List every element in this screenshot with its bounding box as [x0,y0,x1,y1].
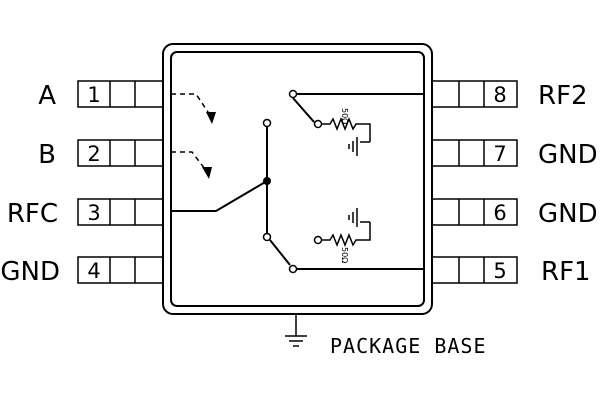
pin-8: 8 RF2 [431,80,588,111]
resistor-value-bottom: 50Ω [340,247,349,263]
pin-5: 5 RF1 [431,256,591,287]
pin-label-rf1: RF1 [541,257,591,287]
package-body [162,43,433,315]
rfc-trace [171,118,272,242]
left-pins: 1 A 2 B 3 RFC 4 GND [0,80,164,287]
pin-label-rf2: RF2 [538,81,588,111]
ground-icon [285,335,307,347]
pin-number: 1 [87,83,100,107]
package-base-label: PACKAGE BASE [330,334,487,358]
pin-number: 6 [493,201,506,225]
rf2-switch: 50Ω [288,89,424,156]
rf1-switch: 50Ω [269,208,424,274]
pin-number: 5 [493,259,506,283]
pin-label-a: A [38,81,56,111]
pin-4: 4 GND [0,256,164,287]
pin-7: 7 GND [431,139,598,170]
resistor-icon [322,222,371,248]
ground-icon [348,208,370,227]
pin-number: 2 [87,142,100,166]
pin-label-gnd: GND [538,199,598,229]
resistor-value-top: 50Ω [340,108,349,124]
pin-label-gnd: GND [538,140,598,170]
resistor-icon [322,116,371,142]
pin-1: 1 A [38,80,164,111]
pin-number: 4 [87,259,100,283]
ground-icon [348,137,370,156]
pin-6: 6 GND [431,198,598,229]
pin-label-rfc: RFC [7,199,58,229]
right-pins: 8 RF2 7 GND 6 GND 5 RF1 [431,80,598,287]
pin-label-gnd: GND [0,257,60,287]
pin-number: 8 [493,83,506,107]
pin-number: 7 [493,142,506,166]
package-base-ground: PACKAGE BASE [285,314,487,358]
control-arrow-a [171,93,216,124]
pin-3: 3 RFC [7,198,164,229]
control-arrow-b [171,151,212,179]
pin-label-b: B [38,140,56,170]
pin-number: 3 [87,201,100,225]
pin-2: 2 B [38,139,164,170]
